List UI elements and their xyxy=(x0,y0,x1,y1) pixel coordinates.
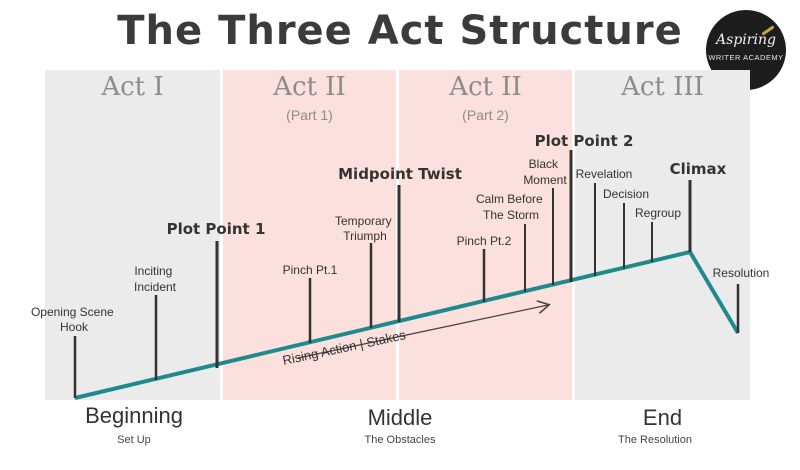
logo-line-2: WRITER ACADEMY xyxy=(708,53,784,62)
opening-scene-line-2: Hook xyxy=(60,320,89,334)
black-moment-line-1: Black xyxy=(529,157,559,171)
temporary-triumph-line-2: Triumph xyxy=(343,229,387,243)
phase-beginning-sublabel: Set Up xyxy=(117,434,151,446)
phase-beginning-label: Beginning xyxy=(85,403,183,428)
calm-before-storm-line-2: The Storm xyxy=(483,208,539,222)
act-2-part-2-sublabel: (Part 2) xyxy=(462,107,509,123)
temporary-triumph-line-1: Temporary xyxy=(335,214,392,228)
logo-line-1: Aspiring xyxy=(716,32,776,48)
opening-scene-label: Opening Scene Hook xyxy=(31,305,117,334)
plot-point-2-label: Plot Point 2 xyxy=(535,132,634,150)
act-2-part-2-label: Act II xyxy=(449,72,522,102)
temporary-triumph-label: Temporary Triumph xyxy=(335,214,395,243)
opening-scene-line-1: Opening Scene xyxy=(31,305,114,319)
act-3-label: Act III xyxy=(621,72,704,102)
pinch-1-label: Pinch Pt.1 xyxy=(283,263,338,277)
black-moment-label: Black Moment xyxy=(523,157,567,187)
act-3-band xyxy=(575,70,750,400)
inciting-incident-line-1: Inciting xyxy=(134,264,172,278)
revelation-label: Revelation xyxy=(576,167,633,181)
act-2-part-1-band xyxy=(223,70,396,400)
climax-label: Climax xyxy=(670,160,727,178)
plot-point-1-label: Plot Point 1 xyxy=(167,220,266,238)
black-moment-line-2: Moment xyxy=(523,173,567,187)
phase-end-sublabel: The Resolution xyxy=(618,434,692,446)
decision-label: Decision xyxy=(603,187,649,201)
act-2-part-1-sublabel: (Part 1) xyxy=(286,107,333,123)
rising-action-arrow xyxy=(297,305,548,359)
regroup-label: Regroup xyxy=(635,206,681,220)
act-2-part-2-band xyxy=(399,70,572,400)
inciting-incident-label: Inciting Incident xyxy=(134,264,177,294)
pinch-2-label: Pinch Pt.2 xyxy=(457,234,512,248)
phase-end-label: End xyxy=(642,405,683,430)
midpoint-twist-label: Midpoint Twist xyxy=(338,165,462,183)
act-1-label: Act I xyxy=(101,72,164,102)
inciting-incident-line-2: Incident xyxy=(134,280,177,294)
act-2-part-1-label: Act II xyxy=(273,72,346,102)
resolution-label: Resolution xyxy=(713,266,770,280)
calm-before-storm-label: Calm Before The Storm xyxy=(476,192,546,222)
phase-middle-label: Middle xyxy=(367,405,433,430)
phase-middle-sublabel: The Obstacles xyxy=(364,434,436,446)
calm-before-storm-line-1: Calm Before xyxy=(476,192,543,206)
page-title: The Three Act Structure xyxy=(117,8,683,54)
